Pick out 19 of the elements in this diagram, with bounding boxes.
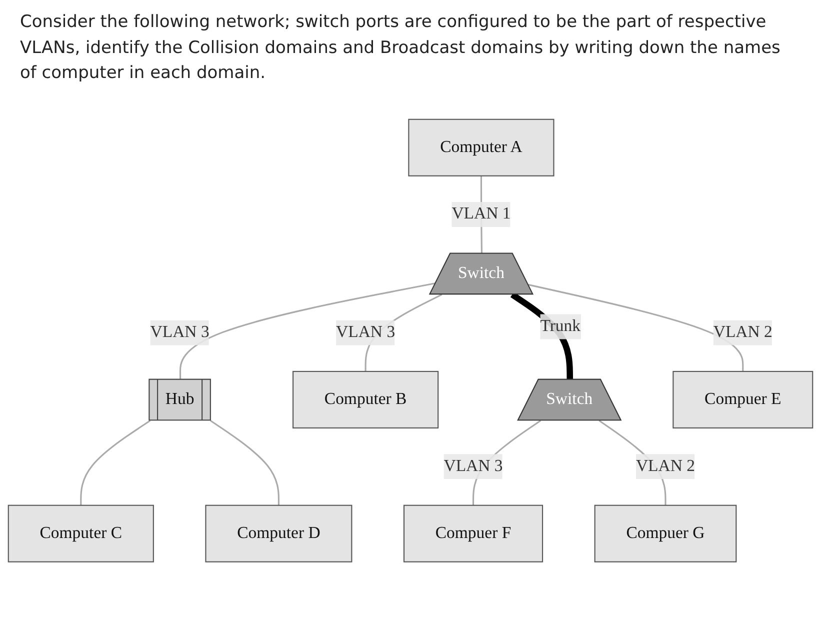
- node-box: Compuer E: [672, 370, 814, 428]
- edge-label: VLAN 2: [713, 323, 772, 342]
- edge-label: Trunk: [540, 317, 581, 335]
- connector: [528, 284, 744, 372]
- connector: [179, 282, 436, 380]
- node-box: Compuer F: [403, 504, 544, 562]
- edge-label: VLAN 3: [444, 457, 503, 475]
- connector: [210, 420, 280, 506]
- node-box: Computer A: [408, 118, 554, 176]
- question-text: Consider the following network; switch ports are configured to be the part of respective VLANs, identify the Collision domains and Broadcast domains by writing down the names of computer in each domain.: [19, 11, 782, 85]
- edge-label: VLAN 2: [636, 457, 696, 475]
- node-box: Computer B: [292, 370, 439, 428]
- edge-label: VLAN 3: [336, 323, 396, 342]
- edge-label: VLAN 3: [150, 323, 210, 342]
- node-box: Computer D: [205, 504, 352, 562]
- connector: [80, 420, 151, 506]
- edge-label: VLAN 1: [452, 205, 511, 223]
- node-box: Compuer G: [594, 504, 737, 562]
- node-box: Computer C: [8, 504, 154, 562]
